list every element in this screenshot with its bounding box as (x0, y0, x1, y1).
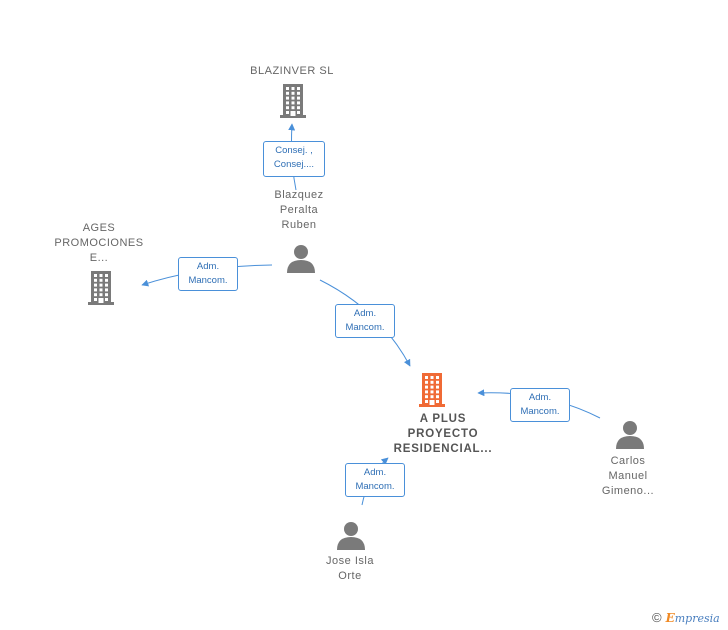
node-label-line: Gimeno... (601, 485, 655, 497)
relation-badge-line: Mancom. (345, 322, 385, 333)
node-label-line: PROYECTO (407, 428, 479, 440)
copyright-symbol: © (652, 610, 662, 625)
relation-badge-line: Consej. , (275, 145, 313, 156)
relation-badge-line: Adm. (196, 261, 220, 272)
relation-badge-line: Adm. (363, 467, 387, 478)
node-label-line: E... (89, 252, 109, 264)
relation-badge-line: Mancom. (520, 406, 560, 417)
node-label-line: Manuel (608, 470, 648, 482)
node-label-line: BLAZINVER SL (250, 65, 334, 77)
node-label-line: Ruben (281, 219, 317, 231)
relation-badge-line: Adm. (528, 392, 552, 403)
building-icon-ages[interactable] (86, 271, 116, 310)
node-label-line: Blazquez (274, 189, 324, 201)
relation-badge-blazquez-aplus[interactable]: Adm. Mancom. (335, 304, 395, 338)
relation-badge-line: Consej.... (273, 159, 315, 170)
node-label-line: Jose Isla (326, 555, 374, 567)
node-label-line: AGES (82, 222, 116, 234)
person-icon-carlos[interactable] (615, 419, 645, 454)
node-label-line: Carlos (610, 455, 646, 467)
relation-badge-line: Adm. (353, 308, 377, 319)
brand-initial: E (665, 611, 675, 625)
relation-badge-blazquez-blazinver[interactable]: Consej. , Consej.... (263, 141, 325, 177)
relation-badge-jose-aplus[interactable]: Adm. Mancom. (345, 463, 405, 497)
relation-badge-carlos-aplus[interactable]: Adm. Mancom. (510, 388, 570, 422)
node-label-line: A PLUS (419, 413, 467, 425)
building-icon-aplus[interactable] (417, 373, 447, 412)
node-label-blazinver[interactable]: BLAZINVER SL (232, 64, 352, 79)
brand-name: mpresia (674, 612, 720, 625)
relation-badge-blazquez-ages[interactable]: Adm. Mancom. (178, 257, 238, 291)
person-icon-jose[interactable] (336, 520, 366, 555)
person-icon-blazquez[interactable] (286, 243, 316, 278)
node-label-line: Peralta (279, 204, 319, 216)
relation-badge-line: Mancom. (355, 481, 395, 492)
node-label-line: Orte (338, 570, 362, 582)
building-icon-blazinver[interactable] (278, 84, 308, 123)
node-label-ages[interactable]: AGES PROMOCIONES E... (44, 221, 154, 266)
relation-badge-line: Mancom. (188, 275, 228, 286)
node-label-line: PROMOCIONES (54, 237, 144, 249)
node-label-line: RESIDENCIAL... (393, 443, 493, 455)
node-label-aplus[interactable]: A PLUS PROYECTO RESIDENCIAL... (383, 412, 503, 457)
footer-brand: ©Empresia (652, 610, 720, 625)
